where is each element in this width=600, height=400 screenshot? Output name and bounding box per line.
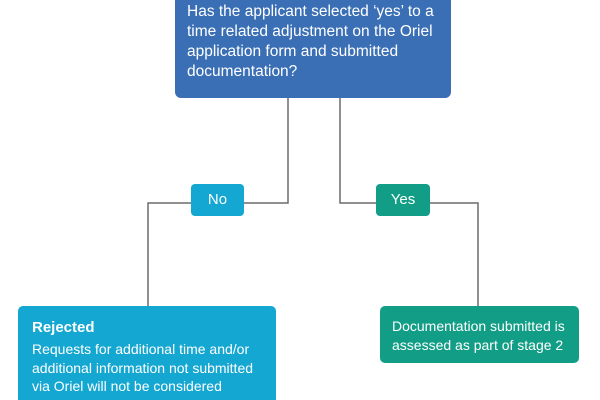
decision-question-box: Has the applicant selected ‘yes’ to a ti…	[175, 0, 451, 98]
no-branch-label: No	[191, 184, 244, 216]
yes-branch-label: Yes	[376, 184, 430, 216]
rejected-description: Requests for additional time and/or addi…	[32, 341, 254, 394]
yes-branch-text: Yes	[390, 191, 416, 208]
assessed-description: Documentation submitted is assessed as p…	[392, 318, 565, 353]
no-branch-text: No	[207, 191, 228, 208]
rejected-title: Rejected	[32, 319, 95, 336]
rejected-outcome-box: Rejected Requests for additional time an…	[18, 306, 276, 400]
decision-question-text: Has the applicant selected ‘yes’ to a ti…	[187, 3, 434, 80]
assessed-outcome-box: Documentation submitted is assessed as p…	[380, 306, 579, 363]
